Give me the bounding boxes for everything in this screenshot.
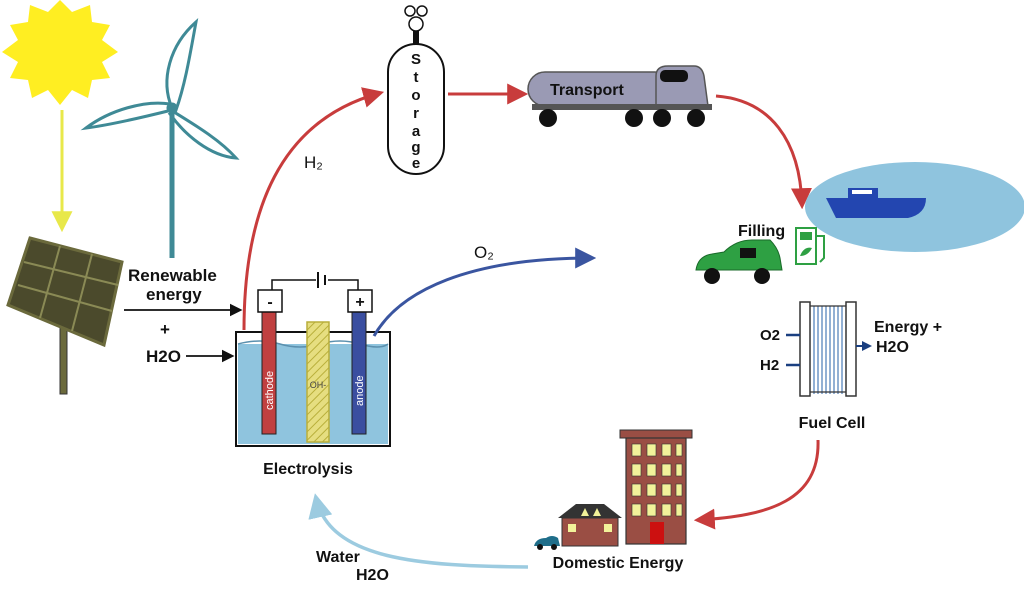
wind-turbine-icon	[80, 18, 240, 258]
energy-output-label-2: H2O	[876, 339, 909, 356]
fuelcell-o2-label: O2	[760, 327, 780, 344]
fuel-cell-label: Fuel Cell	[799, 415, 866, 432]
anode-plus-sign: +	[355, 294, 364, 311]
o2-label: O₂	[474, 243, 494, 262]
electrolysis-cell	[235, 272, 391, 447]
fuelcell-to-domestic-arrow	[693, 439, 820, 530]
svg-text:r: r	[413, 105, 419, 122]
h2-arrow	[242, 87, 385, 331]
energy-output-label-1: Energy +	[874, 319, 942, 336]
car-icon	[695, 239, 783, 284]
storage-label: S t o r a g e	[411, 51, 421, 172]
svg-text:g: g	[411, 139, 420, 156]
solar-panel-icon	[6, 236, 124, 395]
domestic-energy-label: Domestic Energy	[553, 555, 684, 572]
house-icon	[558, 504, 622, 547]
storage-tank-icon	[387, 5, 445, 175]
svg-text:t: t	[414, 69, 419, 86]
electrolysis-label: Electrolysis	[263, 461, 353, 478]
svg-text:S: S	[411, 51, 421, 68]
h2-label: H₂	[304, 153, 323, 172]
cathode-label: cathode	[264, 371, 276, 410]
cathode-minus-sign: -	[267, 294, 272, 311]
renewable-energy-label-1: Renewable	[128, 266, 217, 285]
fuel-cell-icon	[786, 301, 872, 397]
svg-text:a: a	[412, 123, 421, 140]
hydroxide-label: OH-	[310, 380, 327, 390]
water-h2o-label: H2O	[356, 567, 389, 584]
truck-icon	[527, 65, 712, 127]
fuel-pump-icon	[795, 227, 825, 265]
small-car-icon	[534, 536, 560, 550]
filling-label: Filling	[738, 223, 785, 240]
svg-text:o: o	[411, 87, 420, 104]
water-return-arrow	[308, 493, 529, 569]
h2o-input-label: H2O	[146, 347, 181, 366]
o2-arrow	[372, 247, 597, 337]
renewable-energy-label-2: energy	[146, 285, 202, 304]
building-icon	[619, 429, 693, 545]
plus-label: +	[160, 320, 170, 339]
svg-text:e: e	[412, 155, 420, 172]
transport-to-filling-arrow	[715, 94, 812, 210]
boat-icon	[826, 188, 926, 218]
water-label: Water	[316, 549, 360, 566]
anode-label: anode	[354, 375, 366, 406]
fuelcell-h2-label: H2	[760, 357, 779, 374]
transport-label: Transport	[550, 82, 624, 99]
sun-icon	[2, 0, 118, 105]
